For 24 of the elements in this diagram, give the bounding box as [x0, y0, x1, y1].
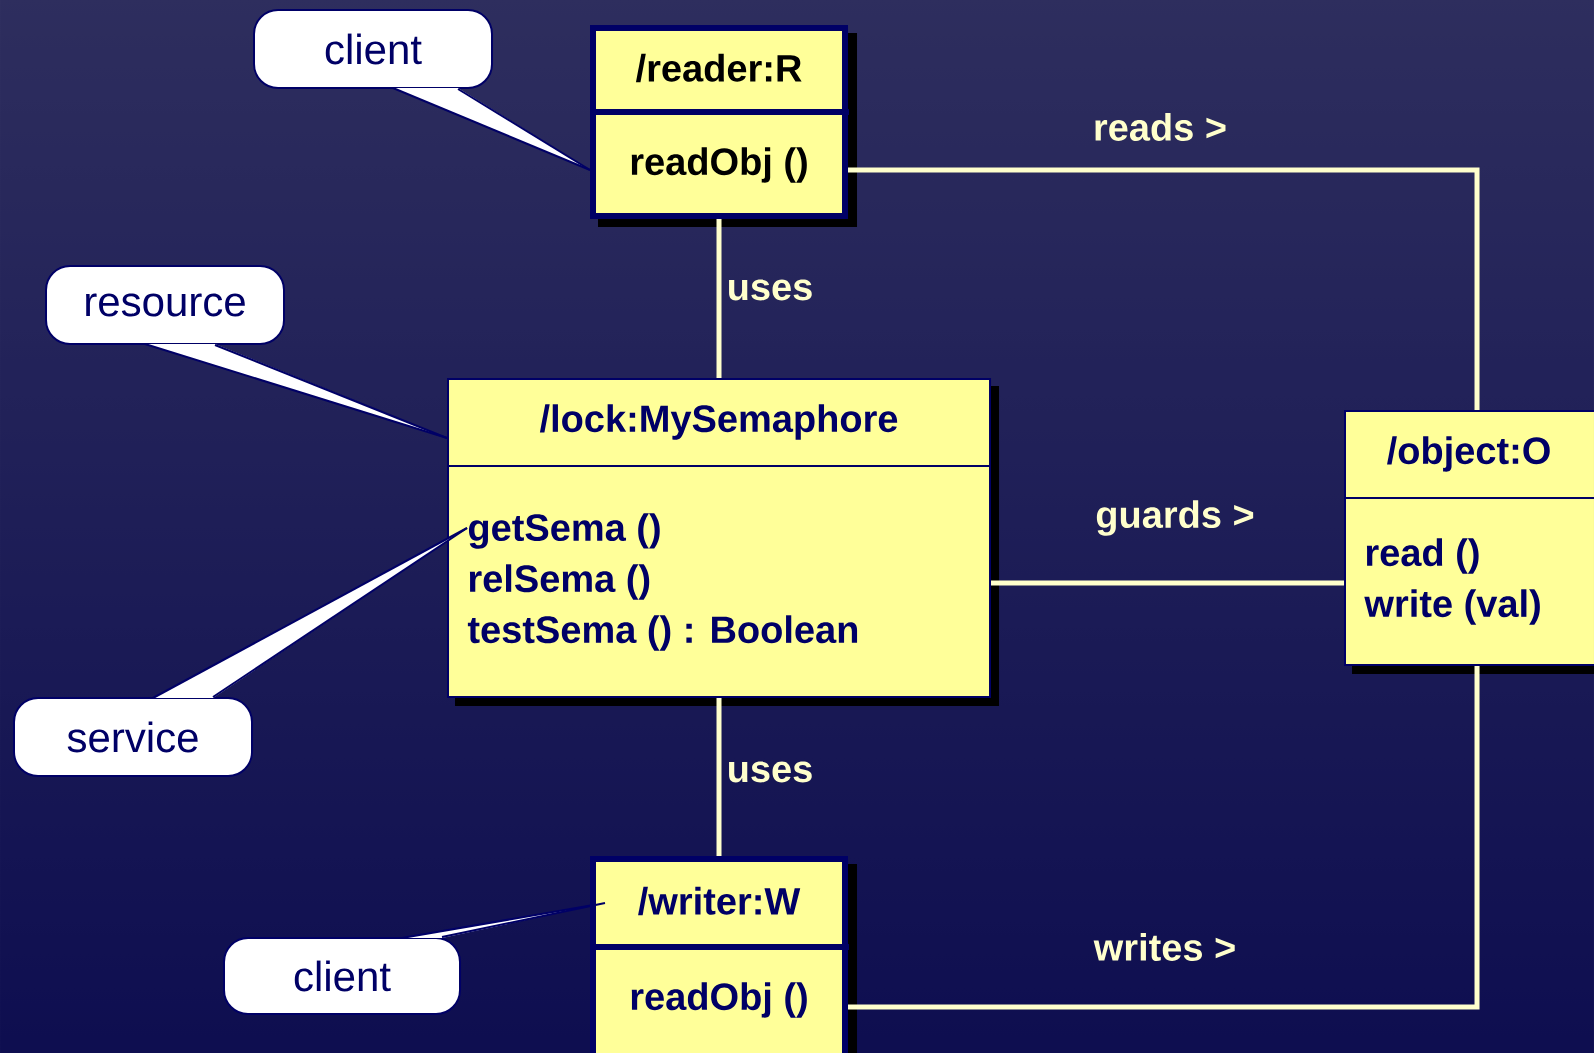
connector-line: [716, 219, 722, 378]
connector-line: [848, 666, 1480, 1010]
leader-line: [212, 527, 468, 698]
callout-bubble: resource: [45, 265, 448, 439]
node-label: service: [67, 721, 198, 753]
leader-line: [457, 88, 591, 171]
callout-bubble: client: [253, 9, 591, 171]
edge-label: uses: [729, 761, 812, 783]
edge-label: guards >: [1096, 500, 1254, 536]
class-box: /lock:MySemaphore getSema () relSema () testSema () : Boolean: [446, 378, 999, 706]
node-label: resource: [86, 293, 245, 317]
callout-bubble: service: [13, 527, 468, 777]
connector-line: [848, 167, 1480, 410]
connector-line: [991, 580, 1344, 586]
edge-label: writes >: [1093, 933, 1235, 961]
leader-line: [214, 344, 448, 439]
class-box: /object:O read () write (val): [1343, 410, 1594, 674]
edge-label: reads >: [1095, 113, 1226, 141]
leader-line: [441, 902, 606, 938]
class-box: /reader:R readObj (): [590, 25, 857, 227]
class-box: /writer:W readObj (): [590, 856, 857, 1053]
callout-bubble: client: [223, 902, 606, 1015]
edge-label: uses: [729, 279, 812, 301]
connector-line: [716, 698, 722, 856]
